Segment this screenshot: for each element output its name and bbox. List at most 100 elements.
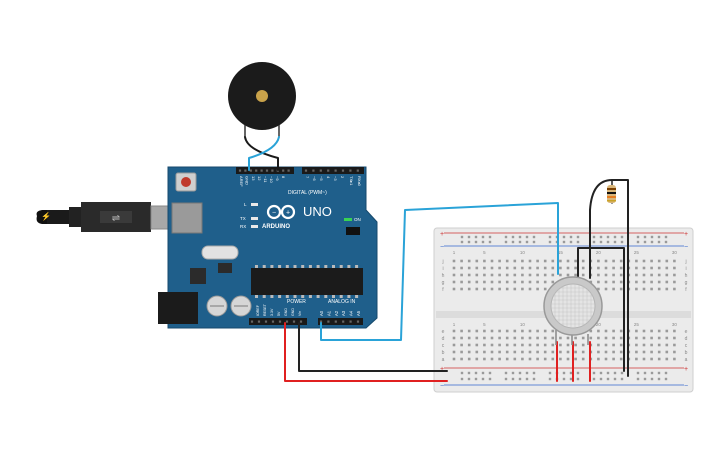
breadboard-hole: [475, 343, 479, 347]
rail-hole: [599, 240, 603, 244]
rail-hole: [606, 240, 610, 244]
chip-pin: [255, 265, 258, 268]
breadboard-hole: [635, 350, 638, 354]
wire-5v-red[interactable]: [284, 322, 448, 382]
header-hole: [342, 320, 345, 323]
breadboard-hole: [543, 350, 547, 354]
breadboard-hole: [521, 350, 524, 354]
breadboard-hole: [521, 329, 524, 333]
header-hole: [349, 169, 352, 172]
rail-hole: [511, 235, 515, 239]
rail-plus-sign: +: [684, 231, 688, 238]
breadboard-hole: [619, 259, 623, 263]
reset-button-cap[interactable]: [181, 177, 191, 187]
breadboard-hole: [505, 336, 509, 340]
breadboard-hole: [483, 273, 486, 277]
breadboard-hole: [528, 266, 532, 270]
breadboard-hole: [642, 259, 646, 263]
analog-header[interactable]: [318, 318, 363, 325]
breadboard-hole: [475, 329, 479, 333]
chip-pin: [316, 295, 320, 298]
chip-pin: [301, 265, 305, 268]
breadboard-hole: [536, 343, 539, 347]
header-hole: [257, 320, 261, 323]
breadboard-hole: [559, 259, 562, 263]
uno-label: UNO: [303, 204, 332, 219]
chip-pin: [262, 265, 266, 268]
rail-hole: [606, 377, 610, 381]
wire-gnd-black[interactable]: [298, 322, 448, 372]
buzzer-wire-blue[interactable]: [248, 136, 280, 171]
digital-pin-label: 8: [281, 176, 286, 179]
buzzer-center: [256, 90, 268, 102]
rail-hole: [532, 377, 536, 381]
buzzer-wire-black[interactable]: [244, 136, 279, 171]
rail-hole: [657, 235, 661, 239]
rail-hole: [620, 377, 624, 381]
breadboard-hole: [536, 273, 539, 277]
breadboard-hole: [498, 336, 501, 340]
rail-hole: [664, 235, 668, 239]
resistor-icon[interactable]: [607, 185, 616, 203]
breadboard-hole: [452, 259, 456, 263]
sensor-legs: [555, 330, 589, 345]
analog-pin-label: A1: [326, 310, 331, 316]
breadboard-hole: [467, 287, 471, 291]
column-number: 5: [483, 250, 486, 255]
rail-hole: [562, 371, 566, 375]
breadboard-hole: [612, 273, 615, 277]
breadboard-hole: [581, 343, 585, 347]
small-chip: [218, 263, 232, 273]
digital-pin-label: ~9: [275, 176, 280, 181]
rail-hole: [599, 235, 603, 239]
power-jack[interactable]: [158, 292, 198, 324]
digital-header-right[interactable]: [302, 167, 364, 174]
breadboard-hole: [619, 343, 623, 347]
breadboard-hole: [604, 259, 608, 263]
rail-hole: [467, 371, 471, 375]
usb-cable-icon[interactable]: ⇌ ⚡: [36, 202, 178, 232]
breadboard-hole: [536, 350, 539, 354]
breadboard-hole: [642, 343, 646, 347]
svg-text:+: +: [286, 210, 290, 217]
rail-hole: [613, 240, 617, 244]
crystal-oscillator: [201, 245, 239, 260]
breadboard-hole: [673, 343, 676, 347]
wire-analog-blue[interactable]: [320, 202, 559, 341]
gas-sensor-icon[interactable]: [543, 276, 603, 345]
rail-hole: [481, 377, 485, 381]
chip-pin: [308, 265, 312, 268]
breadboard-hole: [566, 273, 570, 277]
chip-pin: [285, 295, 289, 298]
breadboard-hole: [551, 357, 555, 361]
wires[interactable]: [244, 136, 629, 382]
breadboard-hole: [543, 357, 547, 361]
breadboard-hole: [673, 329, 676, 333]
breadboard-hole: [521, 343, 524, 347]
breadboard-hole: [498, 343, 501, 347]
breadboard-hole: [521, 259, 524, 263]
breadboard-hole: [650, 350, 653, 354]
breadboard-hole: [460, 329, 463, 333]
chip-pin: [262, 295, 266, 298]
breadboard-hole: [543, 266, 547, 270]
breadboard-hole: [536, 336, 539, 340]
breadboard-hole: [642, 266, 646, 270]
digital-header-left[interactable]: [236, 167, 294, 174]
column-number: 25: [634, 322, 640, 327]
icsp-header: [346, 227, 360, 235]
rail-hole: [548, 371, 552, 375]
breadboard-hole: [528, 280, 532, 284]
breadboard-hole: [657, 266, 661, 270]
breadboard-hole: [559, 273, 562, 277]
jumper-black[interactable]: [577, 247, 625, 372]
piezo-buzzer-icon[interactable]: [228, 62, 296, 137]
rail-hole: [636, 371, 640, 375]
power-header[interactable]: [249, 318, 307, 325]
chip-pin: [316, 265, 320, 268]
digital-pin-label: TX▸1: [349, 176, 354, 186]
breadboard-hole: [650, 259, 653, 263]
breadboard-hole: [642, 273, 646, 277]
